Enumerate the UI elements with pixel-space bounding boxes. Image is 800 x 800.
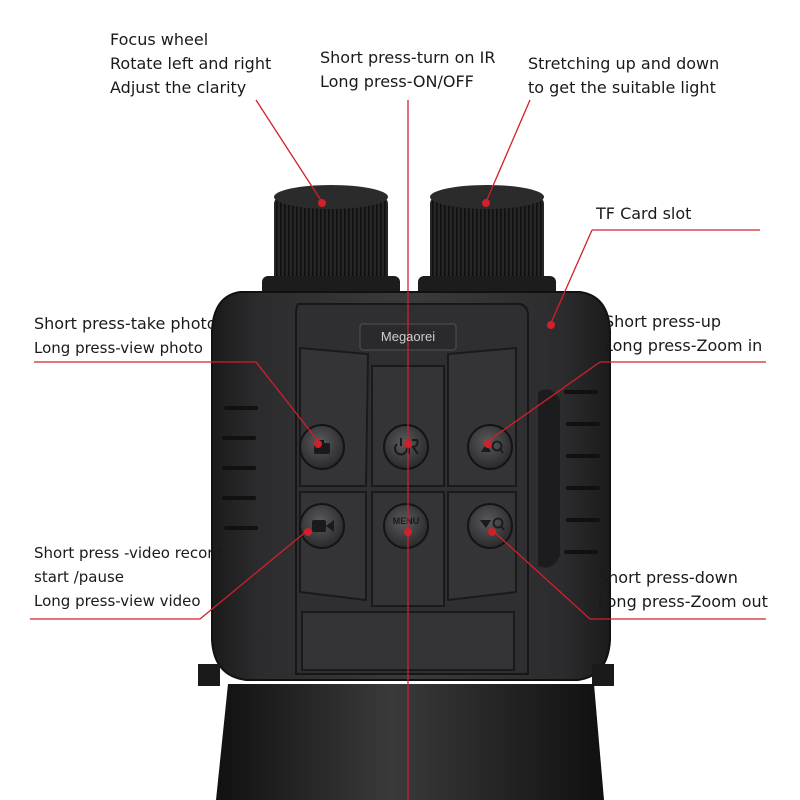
callout-line: Short press-up — [604, 312, 721, 331]
video-button[interactable] — [299, 503, 345, 549]
dot-focus-wheel — [318, 199, 326, 207]
callout-line: Focus wheel — [110, 30, 209, 49]
callout-line: Adjust the clarity — [110, 78, 247, 97]
callout-photo: Short press-take photo Long press-view p… — [34, 312, 217, 360]
callout-line: Short press-turn on IR — [320, 48, 496, 67]
dot-tf-card — [547, 321, 555, 329]
leader-down-zoom-out — [491, 529, 766, 620]
callout-line: TF Card slot — [596, 204, 692, 223]
callout-line: start /pause — [34, 568, 125, 586]
callout-line: Short press -video record — [34, 544, 223, 562]
leader-photo — [34, 361, 319, 442]
dot-down-zoom-out — [488, 528, 496, 536]
callout-line: Long press-Zoom in — [604, 336, 763, 355]
objective-lens — [198, 664, 614, 800]
dot-menu — [404, 528, 412, 536]
menu-icon: MENU — [393, 516, 420, 526]
dot-video — [304, 528, 312, 536]
callout-up-zoom-in: Short press-up Long press-Zoom in — [604, 310, 762, 358]
video-icon — [312, 520, 334, 532]
device-body — [211, 291, 611, 681]
leader-video — [30, 529, 309, 620]
callout-line: Stretching up and down — [528, 54, 720, 73]
callout-tf-card: TF Card slot — [596, 202, 691, 226]
callout-ir-power: Short press-turn on IR Long press-ON/OFF — [320, 46, 495, 94]
dot-up-zoom-in — [484, 440, 492, 448]
right-eyepiece — [418, 185, 556, 300]
callout-line: Long press-ON/OFF — [320, 72, 474, 91]
down-zoom-out-icon — [480, 517, 505, 531]
dot-photo — [314, 440, 322, 448]
callout-video: Short press -video record start /pause L… — [34, 541, 223, 613]
callout-stretch: Stretching up and down to get the suitab… — [528, 52, 719, 100]
callout-line: Short press-take photo — [34, 314, 217, 333]
callout-down-zoom-out: Short press-down Long press-Zoom out — [598, 566, 768, 614]
callout-focus-wheel: Focus wheel Rotate left and right Adjust… — [110, 28, 271, 100]
leader-up-zoom-in — [487, 361, 766, 442]
leader-tf-card — [550, 229, 760, 324]
left-eyepiece — [262, 185, 400, 300]
down-zoom-out-button[interactable] — [467, 503, 513, 549]
callout-line: Long press-view photo — [34, 339, 203, 357]
leader-focus-wheel — [255, 99, 323, 203]
dot-ir-power — [404, 440, 412, 448]
callout-line: to get the suitable light — [528, 78, 716, 97]
callout-line: Rotate left and right — [110, 54, 272, 73]
callout-line: Long press-view video — [34, 592, 201, 610]
brand-logo: Megaorei — [380, 329, 436, 344]
menu-button[interactable]: MENU — [383, 503, 429, 549]
up-zoom-in-icon — [481, 440, 504, 454]
callout-line: Short press-down — [598, 568, 738, 587]
dot-stretch — [482, 199, 490, 207]
callout-line: Long press-Zoom out — [598, 592, 768, 611]
camera-button[interactable] — [299, 424, 345, 470]
leader-stretch — [485, 99, 531, 203]
